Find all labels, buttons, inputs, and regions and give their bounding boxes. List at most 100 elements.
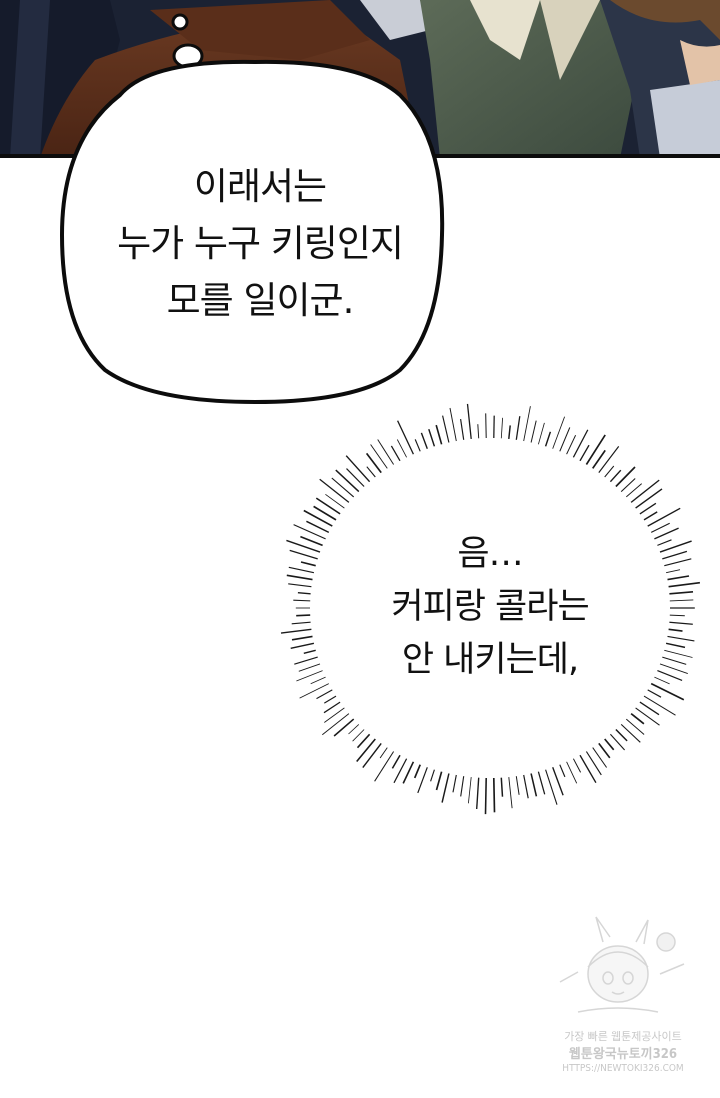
burst-stroke — [659, 663, 688, 675]
burst-stroke — [356, 738, 376, 763]
burst-stroke — [615, 728, 628, 742]
burst-stroke — [530, 420, 537, 443]
burst-stroke — [639, 502, 657, 515]
burst-stroke — [647, 507, 681, 527]
burst-stroke — [296, 614, 311, 617]
burst-stroke — [609, 733, 626, 751]
burst-stroke — [500, 777, 504, 797]
burst-stroke — [291, 621, 311, 625]
burst-stroke — [379, 747, 388, 759]
burst-stroke — [566, 761, 578, 784]
burst-stroke — [667, 635, 695, 642]
burst-stroke — [662, 550, 688, 560]
burst-stroke — [523, 774, 529, 799]
burst-stroke — [286, 574, 313, 581]
burst-stroke — [294, 656, 318, 665]
burst-stroke — [654, 527, 679, 540]
burst-stroke — [604, 465, 615, 478]
burst-stroke — [544, 431, 552, 447]
mascot-logo — [559, 916, 685, 1013]
burst-stroke — [297, 592, 311, 595]
burst-stroke — [650, 682, 685, 701]
burst-stroke — [654, 676, 670, 685]
burst-stroke — [643, 695, 676, 716]
burst-stroke — [290, 642, 315, 650]
burst-stroke — [657, 539, 672, 546]
burst-stroke — [572, 429, 589, 458]
burst-stroke — [662, 656, 687, 665]
burst-stroke — [298, 663, 321, 672]
burst-stroke — [324, 707, 345, 723]
burst-stroke — [666, 569, 681, 574]
burst-stroke — [324, 695, 337, 704]
burst-stroke — [299, 683, 330, 699]
burst-stroke — [669, 599, 694, 602]
burst-stroke — [319, 478, 350, 503]
burst-stroke — [442, 415, 450, 443]
burst-line-1: 음… — [457, 534, 523, 574]
burst-stroke — [323, 701, 341, 714]
burst-stroke — [467, 777, 472, 804]
watermark-line-2: 웹툰왕국뉴토끼326 — [568, 1047, 678, 1062]
burst-stroke — [559, 764, 566, 778]
burst-stroke — [289, 549, 318, 560]
burst-stroke — [460, 776, 465, 797]
burst-stroke — [572, 758, 582, 773]
burst-stroke — [667, 575, 690, 581]
speech-bubble — [59, 13, 445, 405]
burst-stroke — [639, 701, 660, 716]
watermark-line-3: HTTPS://NEWTOKI326.COM — [562, 1063, 684, 1074]
burst-stroke — [500, 417, 504, 439]
burst-stroke — [635, 488, 663, 509]
burst-stroke — [538, 422, 545, 445]
burst-stroke — [286, 539, 321, 553]
burst-stroke — [460, 419, 465, 440]
burst-stroke — [322, 713, 350, 736]
burst-stroke — [668, 628, 683, 632]
burst-stroke — [669, 621, 693, 625]
burst-stroke — [303, 509, 333, 527]
burst-stroke — [477, 424, 480, 439]
burst-stroke — [362, 742, 382, 769]
burst-stroke — [625, 718, 645, 735]
burst-stroke — [310, 676, 326, 685]
burst-stroke — [643, 511, 658, 521]
burst-stroke — [441, 773, 450, 803]
burst-stroke — [659, 540, 692, 553]
burst-stroke — [579, 754, 597, 784]
burst-stroke — [300, 561, 316, 567]
speech-bubble-text: 이래서는 누가 누구 키링인지 모를 일이군. — [100, 158, 420, 329]
burst-stroke — [515, 416, 521, 440]
burst-stroke — [625, 483, 643, 498]
burst-stroke — [523, 406, 531, 442]
burst-stroke — [331, 477, 355, 498]
burst-stroke — [566, 434, 577, 455]
burst-stroke — [296, 670, 323, 682]
burst-stroke — [647, 689, 662, 698]
burst-stroke — [335, 469, 360, 493]
burst-stroke — [414, 439, 421, 452]
burst-stroke — [476, 777, 480, 810]
burst-stroke — [552, 767, 564, 796]
burst-stroke — [508, 425, 511, 439]
burst-stroke — [352, 729, 365, 742]
speech-line-2: 누가 누구 키링인지 — [117, 222, 404, 265]
burst-stroke — [377, 439, 395, 465]
burst-stroke — [664, 649, 693, 658]
burst-stroke — [390, 445, 401, 462]
burst-stroke — [397, 420, 414, 455]
burst-stroke — [665, 642, 686, 649]
burst-stroke — [492, 777, 496, 813]
burst-stroke — [303, 649, 316, 655]
burst-stroke — [669, 591, 694, 595]
burst-stroke — [325, 493, 345, 509]
burst-stroke — [664, 558, 692, 567]
burst-stroke — [449, 407, 457, 442]
burst-stroke — [598, 742, 611, 759]
burst-stroke — [669, 614, 685, 617]
burst-stroke — [345, 455, 371, 483]
burst-line-2: 커피랑 콜라는 — [391, 587, 589, 627]
burst-bubble-text: 음… 커피랑 콜라는 안 내키는데, — [340, 528, 640, 687]
burst-stroke — [413, 764, 421, 779]
speech-line-3: 모를 일이군. — [166, 279, 355, 322]
